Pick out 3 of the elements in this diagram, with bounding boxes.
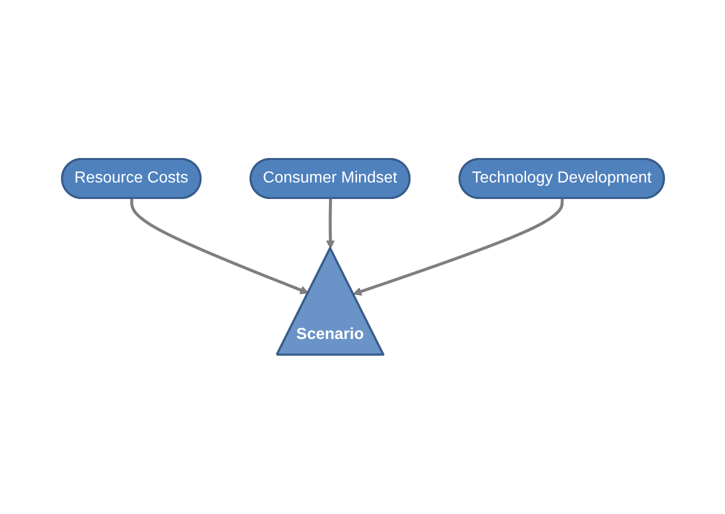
arrow	[130, 198, 308, 294]
arrow	[326, 198, 334, 250]
arrow	[352, 198, 564, 296]
